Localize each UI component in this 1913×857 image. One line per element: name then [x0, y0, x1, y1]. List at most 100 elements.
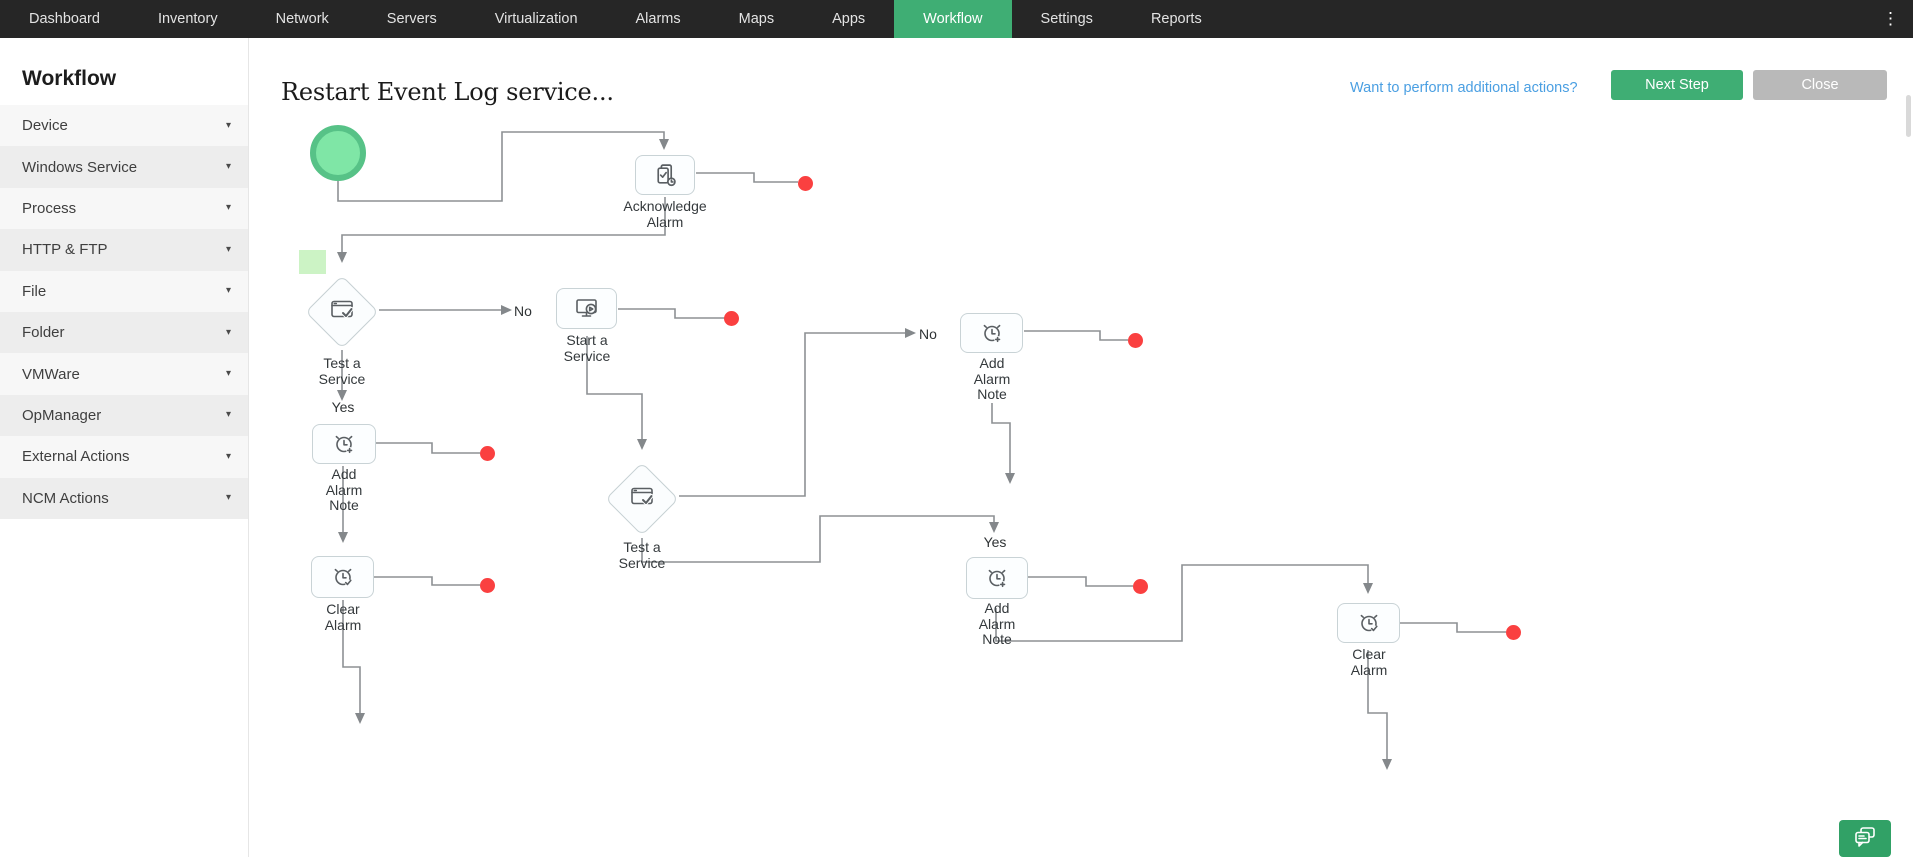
sidebar-item-http-ftp[interactable]: HTTP & FTP ▾: [0, 229, 248, 271]
sidebar-item-device[interactable]: Device ▾: [0, 105, 248, 147]
node-clear-alarm-2[interactable]: [1337, 603, 1400, 643]
node-acknowledge-alarm[interactable]: [635, 155, 695, 195]
alarm-plus-icon: [335, 435, 353, 454]
chat-bubbles-icon: [1855, 827, 1875, 847]
chevron-down-icon: ▾: [225, 161, 231, 173]
nav-item-virtualization[interactable]: Virtualization: [494, 11, 578, 27]
sidebar-item-label: Process: [22, 199, 77, 217]
node-label-add-alarm-note-1: Add Alarm Note: [325, 466, 363, 513]
sidebar-item-vmware[interactable]: VMWare ▾: [0, 353, 248, 395]
endpoint-dot[interactable]: [1506, 625, 1521, 640]
additional-actions-link[interactable]: Want to perform additional actions?: [1350, 80, 1578, 96]
alarm-plus-icon: [983, 324, 1001, 343]
sidebar-item-label: Folder: [22, 324, 65, 342]
nav-item-inventory[interactable]: Inventory: [157, 11, 218, 27]
sidebar-item-file[interactable]: File ▾: [0, 270, 248, 312]
window-check-icon: [627, 482, 657, 517]
chevron-down-icon: ▾: [225, 202, 231, 214]
node-label-add-alarm-note-3: Add Alarm Note: [978, 600, 1016, 647]
monitor-play-icon: [575, 298, 597, 317]
node-label-acknowledge-alarm: Acknowledge Alarm: [623, 198, 707, 230]
sidebar-item-label: NCM Actions: [22, 489, 109, 507]
node-start-a-service[interactable]: [556, 288, 617, 329]
chevron-down-icon: ▾: [225, 450, 231, 462]
nav-item-settings[interactable]: Settings: [1040, 11, 1093, 27]
window-check-icon: [327, 295, 357, 330]
endpoint-dot[interactable]: [1133, 579, 1148, 594]
scrollbar-thumb[interactable]: [1906, 95, 1911, 137]
nav-item-apps[interactable]: Apps: [832, 11, 866, 27]
endpoint-dot[interactable]: [724, 311, 739, 326]
sidebar: Workflow Device ▾ Windows Service ▾ Proc…: [0, 38, 249, 857]
node-box[interactable]: [312, 424, 376, 464]
endpoint-dot[interactable]: [1128, 333, 1143, 348]
ack-alarm-icon: [656, 163, 676, 186]
node-label-add-alarm-note-2: Add Alarm Note: [973, 355, 1011, 402]
alarm-check-icon: [334, 568, 352, 587]
chevron-down-icon: ▾: [225, 368, 231, 380]
chevron-down-icon: ▾: [225, 243, 231, 255]
alarm-plus-icon: [988, 569, 1006, 588]
vertical-dots-icon[interactable]: ⋮: [1882, 9, 1899, 28]
chevron-down-icon: ▾: [225, 409, 231, 421]
sidebar-item-label: Windows Service: [22, 158, 138, 176]
nav-item-network[interactable]: Network: [275, 11, 329, 27]
node-label-test-a-service-2: Test a Service: [618, 539, 666, 571]
node-add-alarm-note-2[interactable]: [960, 313, 1023, 353]
branch-label-no-2: No: [919, 326, 937, 342]
chevron-down-icon: ▾: [225, 492, 231, 504]
branch-label-no-1: No: [514, 303, 532, 319]
start-node[interactable]: [310, 125, 366, 181]
node-add-alarm-note-1[interactable]: [312, 424, 376, 464]
nav-spacer: [1231, 0, 1868, 38]
node-clear-alarm-1[interactable]: [311, 556, 374, 598]
sidebar-item-label: External Actions: [22, 448, 130, 466]
chevron-down-icon: ▾: [225, 326, 231, 338]
node-box[interactable]: [960, 313, 1023, 353]
sidebar-item-label: Device: [22, 117, 68, 135]
node-box[interactable]: [966, 557, 1028, 599]
endpoint-dot[interactable]: [480, 446, 495, 461]
branch-label-yes-1: Yes: [331, 399, 355, 415]
sidebar-item-process[interactable]: Process ▾: [0, 187, 248, 230]
sidebar-item-opmanager[interactable]: OpManager ▾: [0, 394, 248, 437]
endpoint-dot[interactable]: [480, 578, 495, 593]
endpoint-dot[interactable]: [798, 176, 813, 191]
node-label-clear-alarm-1: Clear Alarm: [324, 601, 362, 633]
node-add-alarm-note-3[interactable]: [966, 557, 1028, 599]
node-box[interactable]: [556, 288, 617, 329]
nav-item-alarms[interactable]: Alarms: [635, 11, 681, 27]
alarm-check-icon: [1360, 614, 1378, 633]
node-label-test-a-service-1: Test a Service: [318, 355, 366, 387]
nav-item-workflow[interactable]: Workflow: [894, 0, 1012, 38]
sidebar-item-folder[interactable]: Folder ▾: [0, 311, 248, 354]
page-title: Restart Event Log service...: [281, 78, 614, 106]
top-nav: Dashboard Inventory Network Servers Virt…: [0, 0, 1913, 38]
sidebar-item-external-actions[interactable]: External Actions ▾: [0, 436, 248, 478]
close-button[interactable]: Close: [1753, 70, 1887, 100]
node-box[interactable]: [311, 556, 374, 598]
chat-button[interactable]: [1839, 820, 1891, 857]
sidebar-item-label: VMWare: [22, 365, 80, 383]
sidebar-item-ncm-actions[interactable]: NCM Actions ▾: [0, 477, 248, 519]
nav-item-reports[interactable]: Reports: [1150, 11, 1202, 27]
chevron-down-icon: ▾: [225, 119, 231, 131]
sidebar-title: Workflow: [22, 67, 117, 90]
sidebar-item-label: HTTP & FTP: [22, 241, 108, 259]
sidebar-list: Device ▾ Windows Service ▾ Process ▾ HTT…: [0, 105, 248, 519]
sidebar-item-label: File: [22, 282, 47, 300]
next-step-button[interactable]: Next Step: [1611, 70, 1743, 100]
sidebar-item-windows-service[interactable]: Windows Service ▾: [0, 146, 248, 188]
node-test-a-service-1[interactable]: [305, 275, 379, 349]
nav-item-dashboard[interactable]: Dashboard: [29, 11, 100, 27]
sidebar-item-label: OpManager: [22, 406, 102, 424]
node-box[interactable]: [1337, 603, 1400, 643]
chevron-down-icon: ▾: [225, 285, 231, 297]
node-label-clear-alarm-2: Clear Alarm: [1350, 646, 1388, 678]
branch-label-yes-2: Yes: [983, 534, 1007, 550]
node-test-a-service-2[interactable]: [605, 462, 679, 536]
node-box[interactable]: [635, 155, 695, 195]
nav-item-maps[interactable]: Maps: [738, 11, 775, 27]
nav-item-servers[interactable]: Servers: [386, 11, 437, 27]
